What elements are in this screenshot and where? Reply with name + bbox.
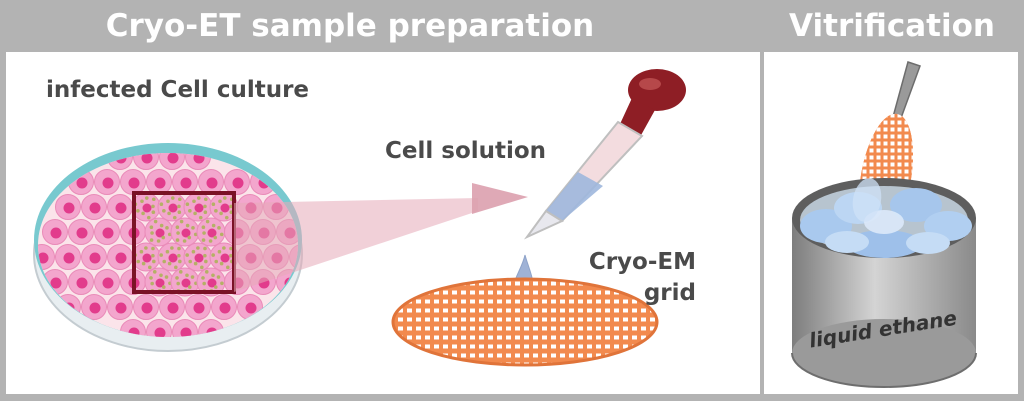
cell	[107, 244, 133, 270]
cell	[185, 294, 211, 320]
infected-cell	[183, 242, 213, 272]
cell	[172, 169, 198, 195]
section-title-vitrification: Vitrification	[789, 8, 995, 44]
infected-cell	[209, 192, 239, 222]
cell	[68, 219, 94, 245]
cell	[55, 194, 81, 220]
cryo-em-grid-label-line1: Cryo-EM	[588, 249, 696, 275]
cell	[42, 219, 68, 245]
infected-cell	[196, 217, 226, 247]
cell	[159, 153, 185, 170]
cell-culture-label: infected Cell culture	[46, 77, 310, 103]
cell	[81, 294, 107, 320]
infected-cell	[131, 192, 161, 222]
infected-cell	[131, 242, 161, 272]
transfer-arrow	[234, 183, 528, 292]
cell	[133, 294, 159, 320]
infected-cell	[170, 217, 200, 247]
cell	[94, 269, 120, 295]
infected-cell	[157, 192, 187, 222]
cell	[159, 294, 185, 320]
cell	[172, 319, 198, 337]
cell	[107, 294, 133, 320]
infected-cell	[144, 267, 174, 297]
cell	[81, 244, 107, 270]
infected-cell	[170, 267, 200, 297]
infected-cell	[157, 242, 187, 272]
cryo-em-grid-label-line2: grid	[643, 280, 696, 306]
cell	[94, 219, 120, 245]
cell	[55, 244, 81, 270]
cell	[133, 153, 159, 170]
cell	[120, 169, 146, 195]
cell	[38, 244, 55, 270]
cryo-em-grid-icon	[391, 277, 659, 367]
dropper-icon	[523, 69, 686, 240]
cell-solution-label: Cell solution	[385, 138, 547, 164]
cell	[224, 169, 250, 195]
infected-cell	[144, 217, 174, 247]
cell	[94, 169, 120, 195]
section-title-sample-prep: Cryo-ET sample preparation	[105, 8, 595, 44]
ethane-can-icon	[791, 178, 977, 388]
ice-chunks	[800, 178, 972, 258]
cell	[211, 294, 237, 320]
cell	[81, 194, 107, 220]
cell	[146, 319, 172, 337]
cell	[68, 269, 94, 295]
infected-cell	[183, 192, 213, 222]
cell	[198, 169, 224, 195]
cell	[107, 194, 133, 220]
cell	[146, 169, 172, 195]
